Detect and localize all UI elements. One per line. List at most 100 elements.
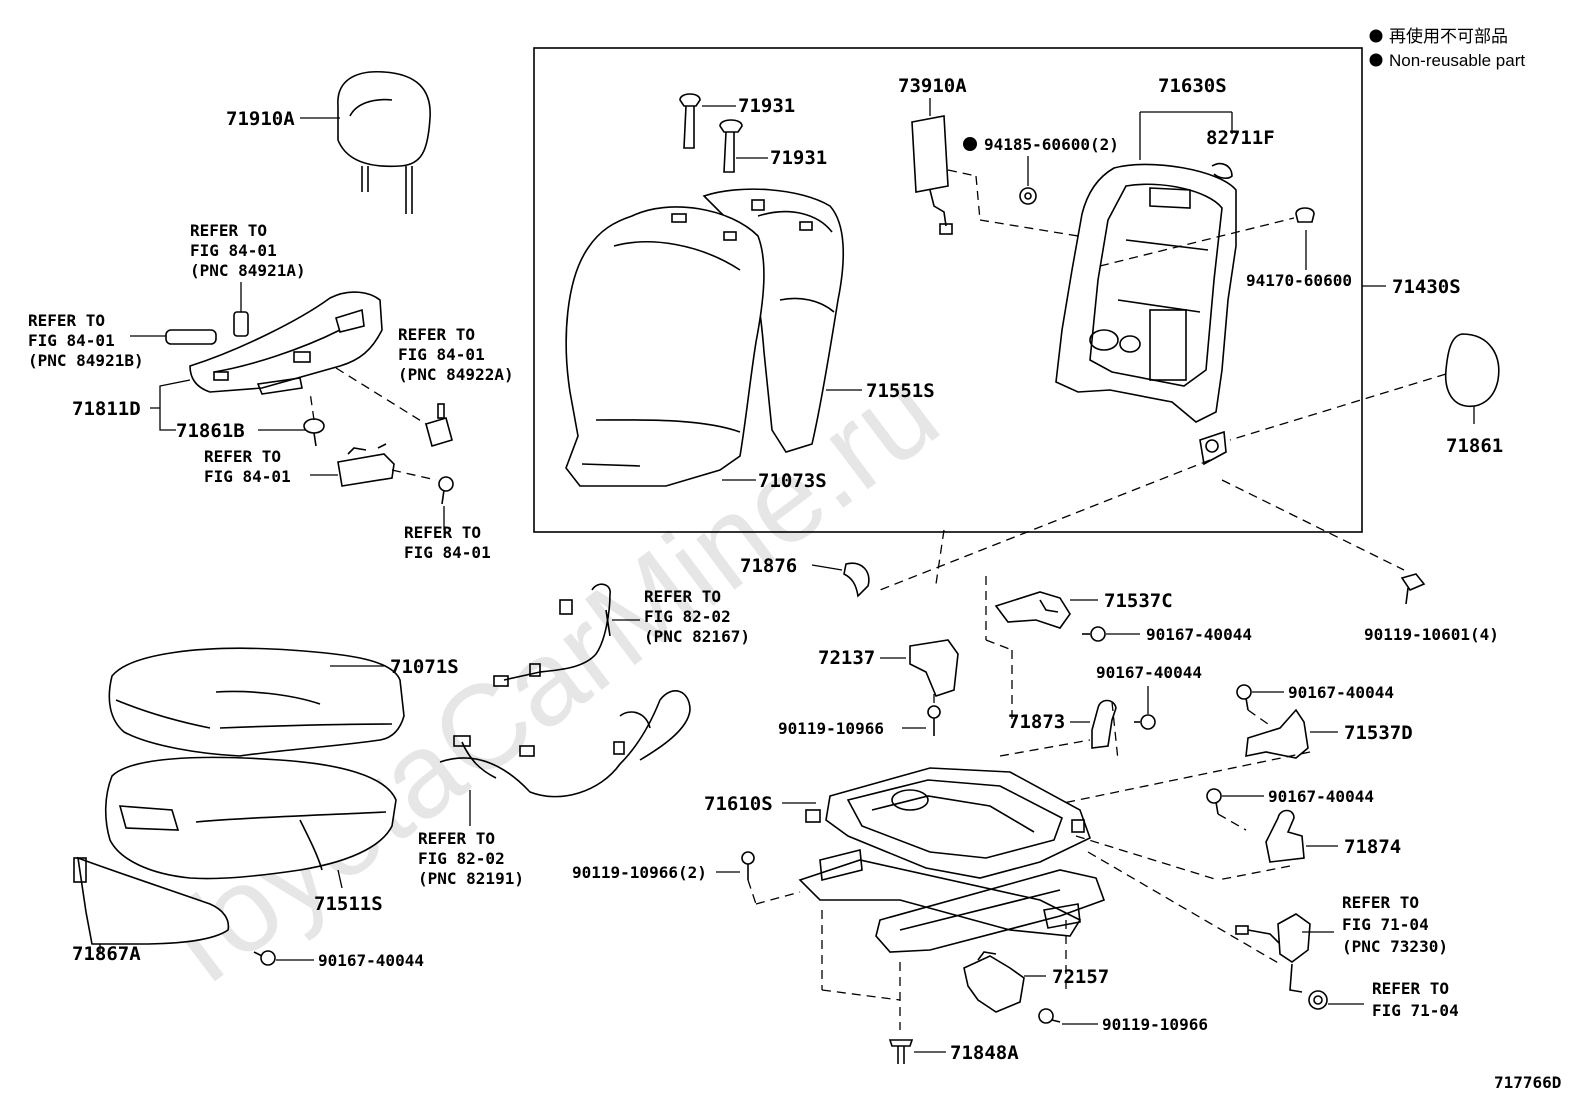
screw-90167-a-drawing	[1082, 626, 1140, 642]
cover-71537C-drawing	[985, 576, 1098, 720]
label-90167-40044-b: 90167-40044	[1096, 663, 1202, 682]
refer-82167-line3: (PNC 82167)	[644, 627, 750, 646]
label-90167-40044-c: 90167-40044	[1288, 683, 1394, 702]
cover-72157-drawing	[963, 951, 1046, 1013]
bolt-90119-10601-drawing	[1400, 573, 1426, 605]
refer-71-04-line2: FIG 71-04	[1372, 1001, 1459, 1020]
label-90167-40044-e: 90167-40044	[318, 951, 424, 970]
refer-71-04-line1: REFER TO	[1372, 979, 1449, 998]
seat-belt-buckle-drawing	[1235, 913, 1334, 993]
label-71867A: 71867A	[72, 943, 141, 965]
seat-cushion-pad-drawing	[104, 756, 397, 880]
pin-71848A-drawing	[888, 1039, 946, 1064]
wire-harness-82167-drawing	[493, 583, 611, 687]
switch-84922A-drawing	[335, 367, 453, 448]
label-82711F: 82711F	[1206, 127, 1275, 149]
screw-90119-10966-2-drawing	[716, 851, 801, 905]
front-shield-71867A-drawing	[73, 856, 230, 952]
refer-82191-line3: (PNC 82191)	[418, 869, 524, 888]
screw-90167-d-drawing	[1206, 788, 1264, 831]
label-72137: 72137	[818, 647, 875, 669]
seatback-group-frame	[533, 47, 1363, 533]
clip-71876-drawing	[843, 562, 870, 598]
label-71873: 71873	[1008, 711, 1065, 733]
label-71931-lower: 71931	[770, 147, 827, 169]
refer-73230-line1: REFER TO	[1342, 893, 1419, 912]
screw-90167-e-drawing	[253, 950, 314, 966]
bracket-71874-drawing	[1265, 809, 1305, 863]
label-71430S: 71430S	[1392, 276, 1461, 298]
seatback-pad-drawing	[702, 188, 844, 453]
label-71931-upper: 71931	[738, 95, 795, 117]
refer-84-01-b-line1: REFER TO	[404, 523, 481, 542]
refer-84921A-line3: (PNC 84921A)	[190, 261, 306, 280]
bolt-71-04-drawing	[1308, 990, 1364, 1010]
label-71551S: 71551S	[866, 380, 935, 402]
label-71861B: 71861B	[176, 420, 245, 442]
seatback-cover-drawing	[565, 206, 765, 487]
screw-90119-10966-b-drawing	[1038, 1008, 1098, 1025]
refer-82191-line2: FIG 82-02	[418, 849, 505, 868]
non-reusable-dot-icon	[963, 137, 977, 151]
non-reusable-dot-icon	[1369, 29, 1383, 43]
label-94170-60600: 94170-60600	[1246, 271, 1352, 290]
side-airbag-drawing	[911, 115, 953, 235]
side-shield-drawing	[189, 291, 383, 395]
label-90167-40044-d: 90167-40044	[1268, 787, 1374, 806]
label-71610S: 71610S	[704, 793, 773, 815]
screw-90167-c-drawing	[1236, 684, 1284, 725]
label-71874: 71874	[1344, 836, 1401, 858]
refer-84922A-line2: FIG 84-01	[398, 345, 485, 364]
cap-94170-drawing	[1099, 207, 1315, 270]
legend-jp: 再使用不可部品	[1389, 26, 1508, 46]
refer-73230-line2: FIG 71-04	[1342, 915, 1429, 934]
cover-71537D-drawing	[1245, 708, 1309, 759]
label-90119-10601: 90119-10601(4)	[1364, 625, 1499, 644]
label-71071S: 71071S	[390, 656, 459, 678]
headrest-support-71931-drawing	[679, 93, 768, 173]
refer-82191-line1: REFER TO	[418, 829, 495, 848]
label-71811D: 71811D	[72, 398, 141, 420]
bracket-71873-drawing	[1091, 699, 1117, 749]
screw-90167-b-drawing	[1134, 686, 1156, 730]
label-71876: 71876	[740, 555, 797, 577]
non-reusable-dot-icon	[1369, 53, 1383, 67]
label-90167-40044-a: 90167-40044	[1146, 625, 1252, 644]
recliner-knob-drawing	[1229, 333, 1500, 441]
screw-90119-10966-a-drawing	[902, 694, 941, 736]
headrest-drawing	[300, 70, 431, 214]
bracket-84-01-drawing	[310, 443, 437, 487]
refer-84-01-a-line1: REFER TO	[204, 447, 281, 466]
clip-71861B-drawing	[303, 391, 325, 447]
seat-cushion-cover-drawing	[108, 647, 405, 757]
cover-72137-drawing	[909, 639, 959, 697]
label-71073S: 71073S	[758, 470, 827, 492]
refer-84922A-line3: (PNC 84922A)	[398, 365, 514, 384]
label-71630S: 71630S	[1158, 75, 1227, 97]
label-73910A: 73910A	[898, 75, 967, 97]
screw-84-01-drawing	[438, 476, 454, 530]
label-72157: 72157	[1052, 966, 1109, 988]
refer-84921B-line2: FIG 84-01	[28, 331, 115, 350]
label-90119-10966-a: 90119-10966	[778, 719, 884, 738]
legend-en: Non-reusable part	[1389, 51, 1525, 70]
seatback-frame-drawing	[1055, 162, 1237, 466]
label-90119-10966-2: 90119-10966(2)	[572, 863, 707, 882]
label-71537D: 71537D	[1344, 722, 1413, 744]
refer-84921A-line1: REFER TO	[190, 221, 267, 240]
refer-84-01-a-line2: FIG 84-01	[204, 467, 291, 486]
refer-82167-line2: FIG 82-02	[644, 607, 731, 626]
label-71848A: 71848A	[950, 1042, 1019, 1064]
legend: 再使用不可部品 Non-reusable part	[1369, 26, 1525, 70]
label-90119-10966-b: 90119-10966	[1102, 1015, 1208, 1034]
seat-track-drawing	[798, 767, 1106, 953]
label-71537C: 71537C	[1104, 590, 1173, 612]
switch-knob-drawing	[130, 282, 249, 345]
refer-84922A-line1: REFER TO	[398, 325, 475, 344]
figure-id: 717766D	[1494, 1073, 1561, 1092]
nut-94185-drawing	[947, 156, 1079, 237]
label-71511S: 71511S	[314, 893, 383, 915]
label-71861: 71861	[1446, 435, 1503, 457]
label-94185-60600: 94185-60600(2)	[984, 135, 1119, 154]
